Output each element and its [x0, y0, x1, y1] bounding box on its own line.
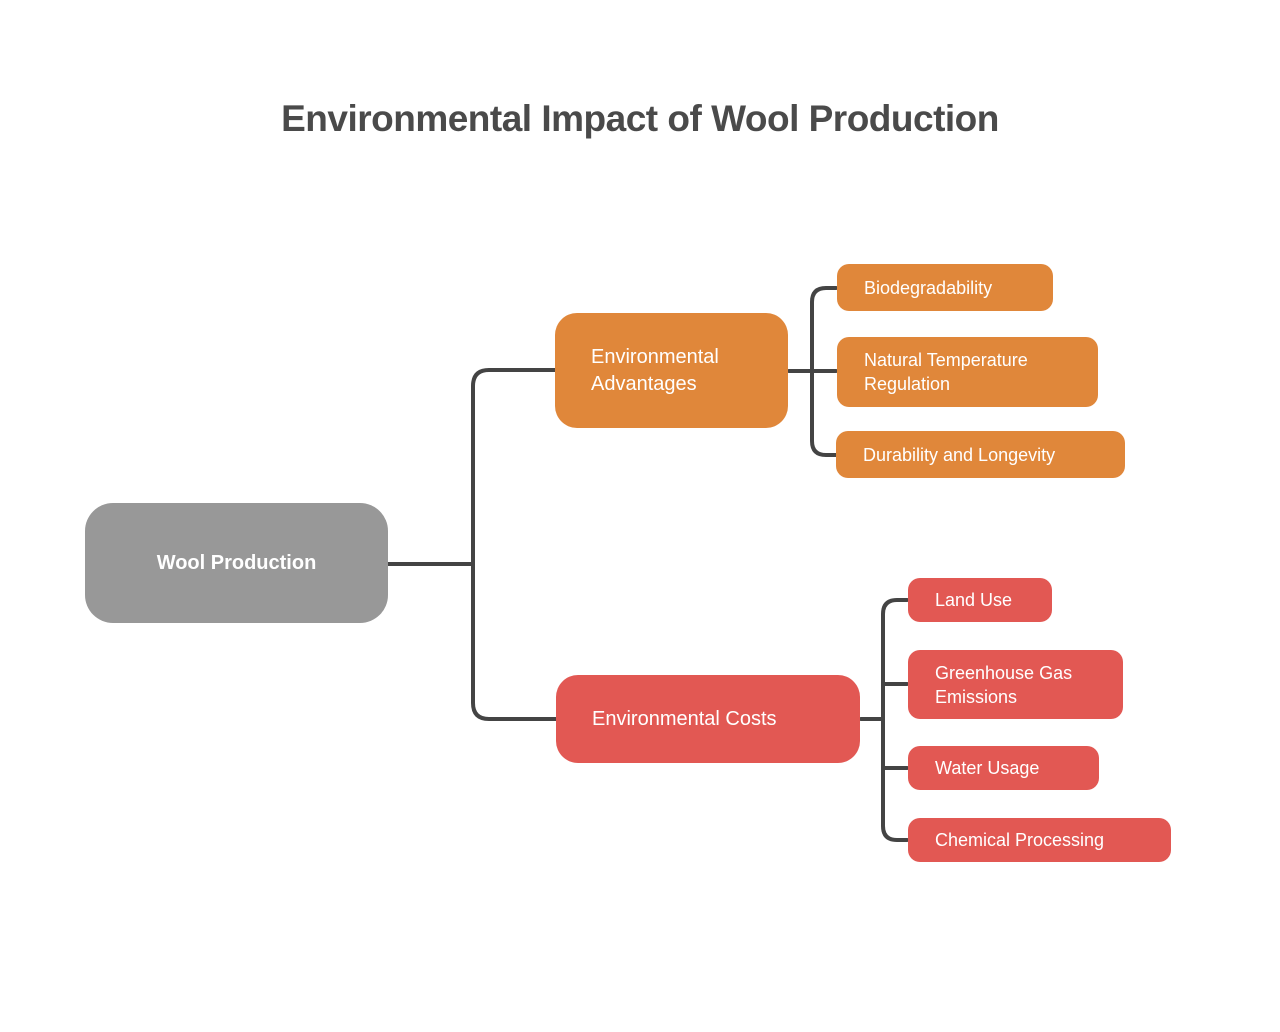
connector-root-to-costs: [471, 562, 559, 721]
node-label: Chemical Processing: [935, 830, 1105, 850]
diagram-title: Environmental Impact of Wool Production: [281, 98, 999, 139]
node-label: Environmental Advantages: [591, 345, 719, 395]
node-label: Water Usage: [935, 758, 1040, 778]
node-label: Wool Production: [156, 551, 317, 574]
node-label: Greenhouse Gas Emissions: [935, 662, 1073, 707]
node-label: Environmental Costs: [592, 707, 777, 730]
node-natural-temperature-regulation: Natural Temperature Regulation: [837, 337, 1098, 407]
connector-costs-rail: [881, 598, 909, 842]
node-environmental-costs: Environmental Costs: [556, 675, 860, 763]
connector-root-to-advantages: [471, 368, 558, 566]
node-greenhouse-gas-emissions: Greenhouse Gas Emissions: [908, 650, 1123, 719]
node-label: Land Use: [935, 590, 1013, 610]
node-biodegradability: Biodegradability: [837, 264, 1053, 311]
node-label: Durability and Longevity: [863, 444, 1056, 465]
node-water-usage: Water Usage: [908, 746, 1099, 790]
node-chemical-processing: Chemical Processing: [908, 818, 1171, 862]
node-environmental-advantages: Environmental Advantages: [555, 313, 788, 428]
node-durability-and-longevity: Durability and Longevity: [836, 431, 1125, 478]
connector-advantages-rail: [810, 286, 838, 457]
node-label: Natural Temperature Regulation: [864, 350, 1028, 394]
node-label: Biodegradability: [864, 277, 993, 298]
node-wool-production: Wool Production: [85, 503, 388, 623]
node-land-use: Land Use: [908, 578, 1052, 622]
